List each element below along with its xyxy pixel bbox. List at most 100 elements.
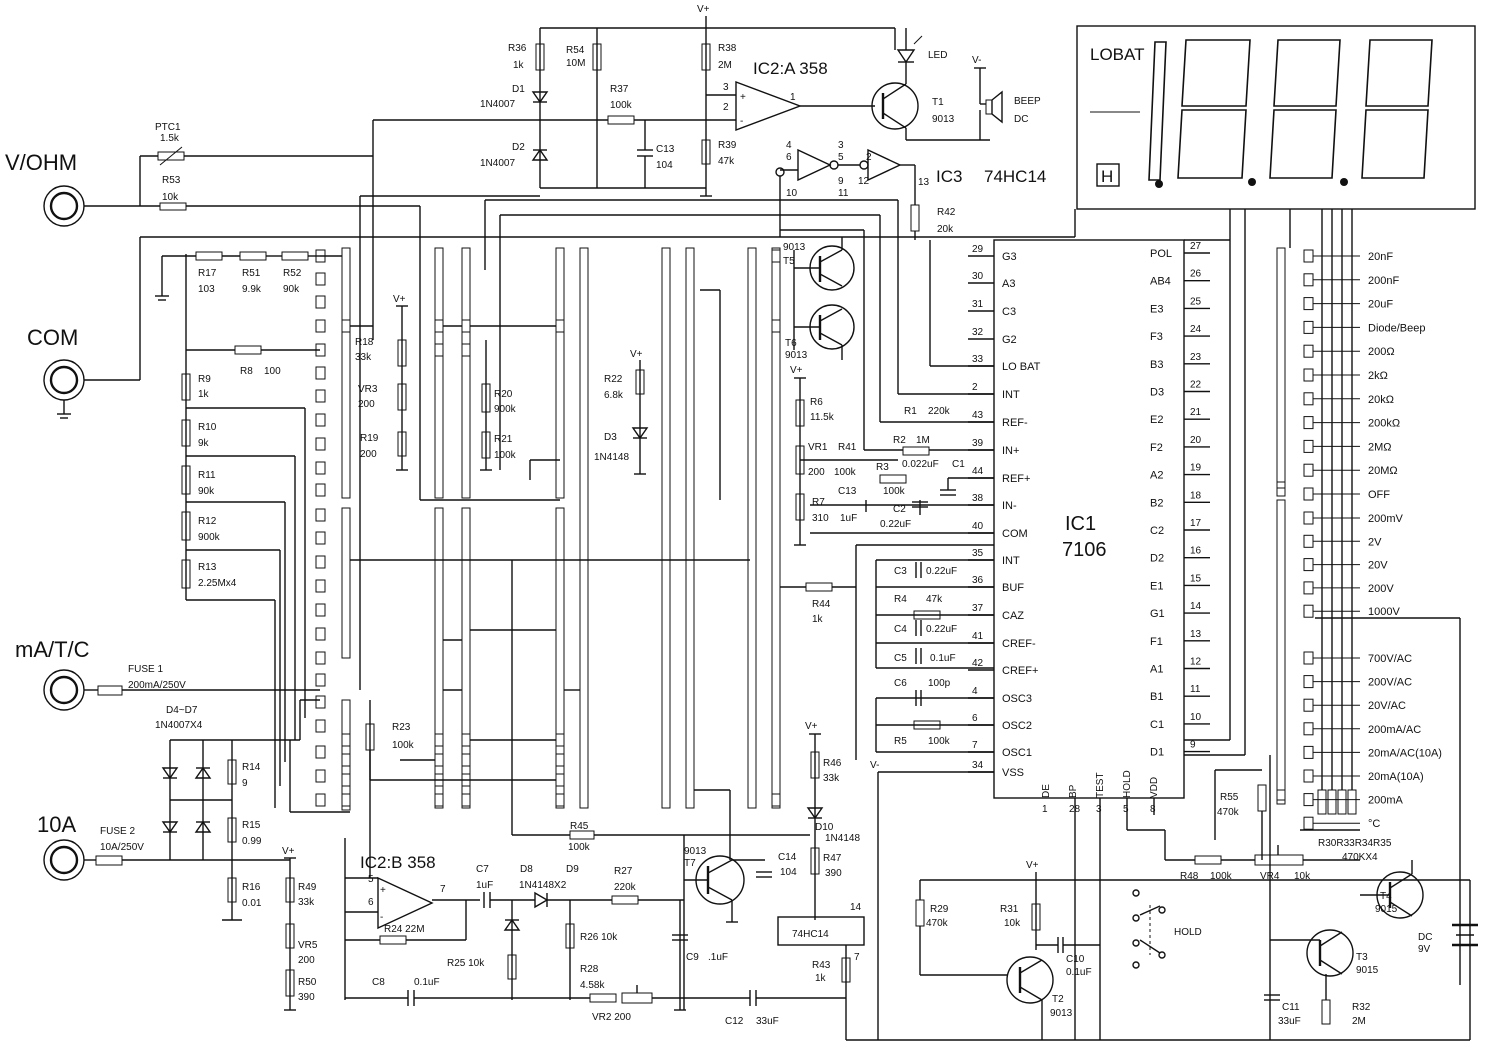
svg-text:2M: 2M (718, 60, 732, 71)
svg-text:33uF: 33uF (756, 1016, 779, 1027)
ic1-pin-name: CREF+ (1002, 665, 1038, 677)
svg-text:4: 4 (786, 140, 792, 151)
switch-contact (315, 272, 326, 286)
svg-text:R29: R29 (930, 904, 949, 915)
jack-ma-label: mA/T/C (15, 637, 90, 662)
range-contact (1303, 816, 1314, 830)
ic1-pin-name: A2 (1150, 470, 1163, 482)
svg-text:6: 6 (786, 152, 792, 163)
range-contact (1303, 439, 1314, 453)
jack-vohm-label: V/OHM (5, 150, 77, 175)
svg-text:T3: T3 (1356, 952, 1368, 963)
svg-text:C4: C4 (894, 624, 907, 635)
ic1-pin-name: OSC3 (1002, 693, 1032, 705)
range-label: 20V/AC (1368, 700, 1406, 712)
ic1-pin-name: AB4 (1150, 276, 1171, 288)
ic1-pin-name: REF+ (1002, 473, 1030, 485)
svg-text:+: + (740, 92, 746, 103)
svg-text:R14: R14 (242, 762, 261, 773)
ic1-pin-name: D1 (1150, 747, 1164, 759)
ic1-pin-name: REF- (1002, 417, 1028, 429)
svg-text:R50: R50 (298, 977, 317, 988)
switch-contact (461, 793, 471, 807)
svg-text:C13: C13 (838, 486, 857, 497)
range-label: 200mA/AC (1368, 724, 1421, 736)
svg-text:C9: C9 (686, 952, 699, 963)
svg-text:1k: 1k (513, 60, 525, 71)
jack-com: COM (27, 237, 141, 419)
svg-text:2M: 2M (1352, 1016, 1366, 1027)
svg-text:R22: R22 (604, 374, 623, 385)
switch-contact (315, 627, 326, 641)
ic1-pin-name: F2 (1150, 442, 1163, 454)
svg-text:100k: 100k (834, 467, 857, 478)
svg-text:C5: C5 (894, 653, 907, 664)
ic1-pin-number: 2 (972, 382, 978, 393)
svg-text:VR2 200: VR2 200 (592, 1012, 631, 1023)
svg-text:90k: 90k (283, 284, 300, 295)
ic1-pin-number: 6 (972, 713, 978, 724)
ic1-pin-number: 14 (1190, 601, 1202, 612)
range-contact (1303, 463, 1314, 477)
switch-pads-left (315, 249, 1286, 807)
svg-text:R28: R28 (580, 964, 599, 975)
svg-text:4.58k: 4.58k (580, 980, 605, 991)
svg-text:R21: R21 (494, 434, 513, 445)
svg-text:104: 104 (656, 160, 673, 171)
ic3-label: IC3 (936, 167, 962, 186)
svg-text:R16: R16 (242, 882, 261, 893)
svg-text:1N4148: 1N4148 (825, 833, 860, 844)
switch-contact (315, 603, 326, 617)
ic1-pin-name: COM (1002, 528, 1028, 540)
range-label: 20V (1368, 560, 1388, 572)
svg-text:11: 11 (838, 188, 849, 199)
svg-text:FUSE 2: FUSE 2 (100, 826, 135, 837)
ic1-pin-number: 26 (1190, 269, 1202, 280)
svg-text:1uF: 1uF (840, 513, 857, 524)
range-contact (1303, 249, 1314, 263)
ic1-pin-number: 41 (972, 631, 984, 642)
switch-contact (461, 343, 471, 357)
switch-contact (315, 343, 326, 357)
svg-text:9015: 9015 (1375, 904, 1398, 915)
svg-text:220k: 220k (928, 406, 951, 417)
ic1-pin-name: C3 (1002, 306, 1016, 318)
svg-text:V+: V+ (697, 4, 710, 15)
svg-text:9013: 9013 (932, 114, 955, 125)
svg-text:T2: T2 (1052, 994, 1064, 1005)
ic1-pin-name: E2 (1150, 414, 1163, 426)
range-contact (1303, 297, 1314, 311)
range-label: °C (1368, 818, 1380, 830)
ic1-pin-number: 40 (972, 521, 984, 532)
svg-text:V+: V+ (630, 349, 643, 360)
svg-text:6.8k: 6.8k (604, 390, 624, 401)
svg-text:3: 3 (838, 140, 844, 151)
ic1-pin-name: E3 (1150, 303, 1163, 315)
display-connections (1074, 209, 1353, 790)
svg-text:100p: 100p (928, 678, 951, 689)
ic1-pin-name: A1 (1150, 664, 1163, 676)
svg-text:200: 200 (360, 449, 377, 460)
switch-contact (341, 733, 351, 747)
fuse-1: FUSE 1 200mA/250V (97, 664, 320, 696)
svg-text:R36: R36 (508, 43, 527, 54)
svg-text:1N4007X4: 1N4007X4 (155, 720, 203, 731)
svg-text:D3: D3 (604, 432, 617, 443)
range-switch-left (341, 247, 781, 811)
ic1-pin-number: 25 (1190, 296, 1202, 307)
svg-text:470k: 470k (1217, 807, 1240, 818)
ic1-pin-name: D3 (1150, 387, 1164, 399)
ic1-pin-number: 32 (972, 327, 984, 338)
svg-text:1N4148: 1N4148 (594, 452, 629, 463)
ic1-pin-name: F1 (1150, 636, 1163, 648)
svg-text:V+: V+ (282, 846, 295, 857)
ic1-pin-name: E1 (1150, 580, 1163, 592)
svg-text:200mA/250V: 200mA/250V (128, 680, 186, 691)
ic1-pin-number: 29 (972, 244, 984, 255)
svg-text:VR4: VR4 (1260, 871, 1280, 882)
